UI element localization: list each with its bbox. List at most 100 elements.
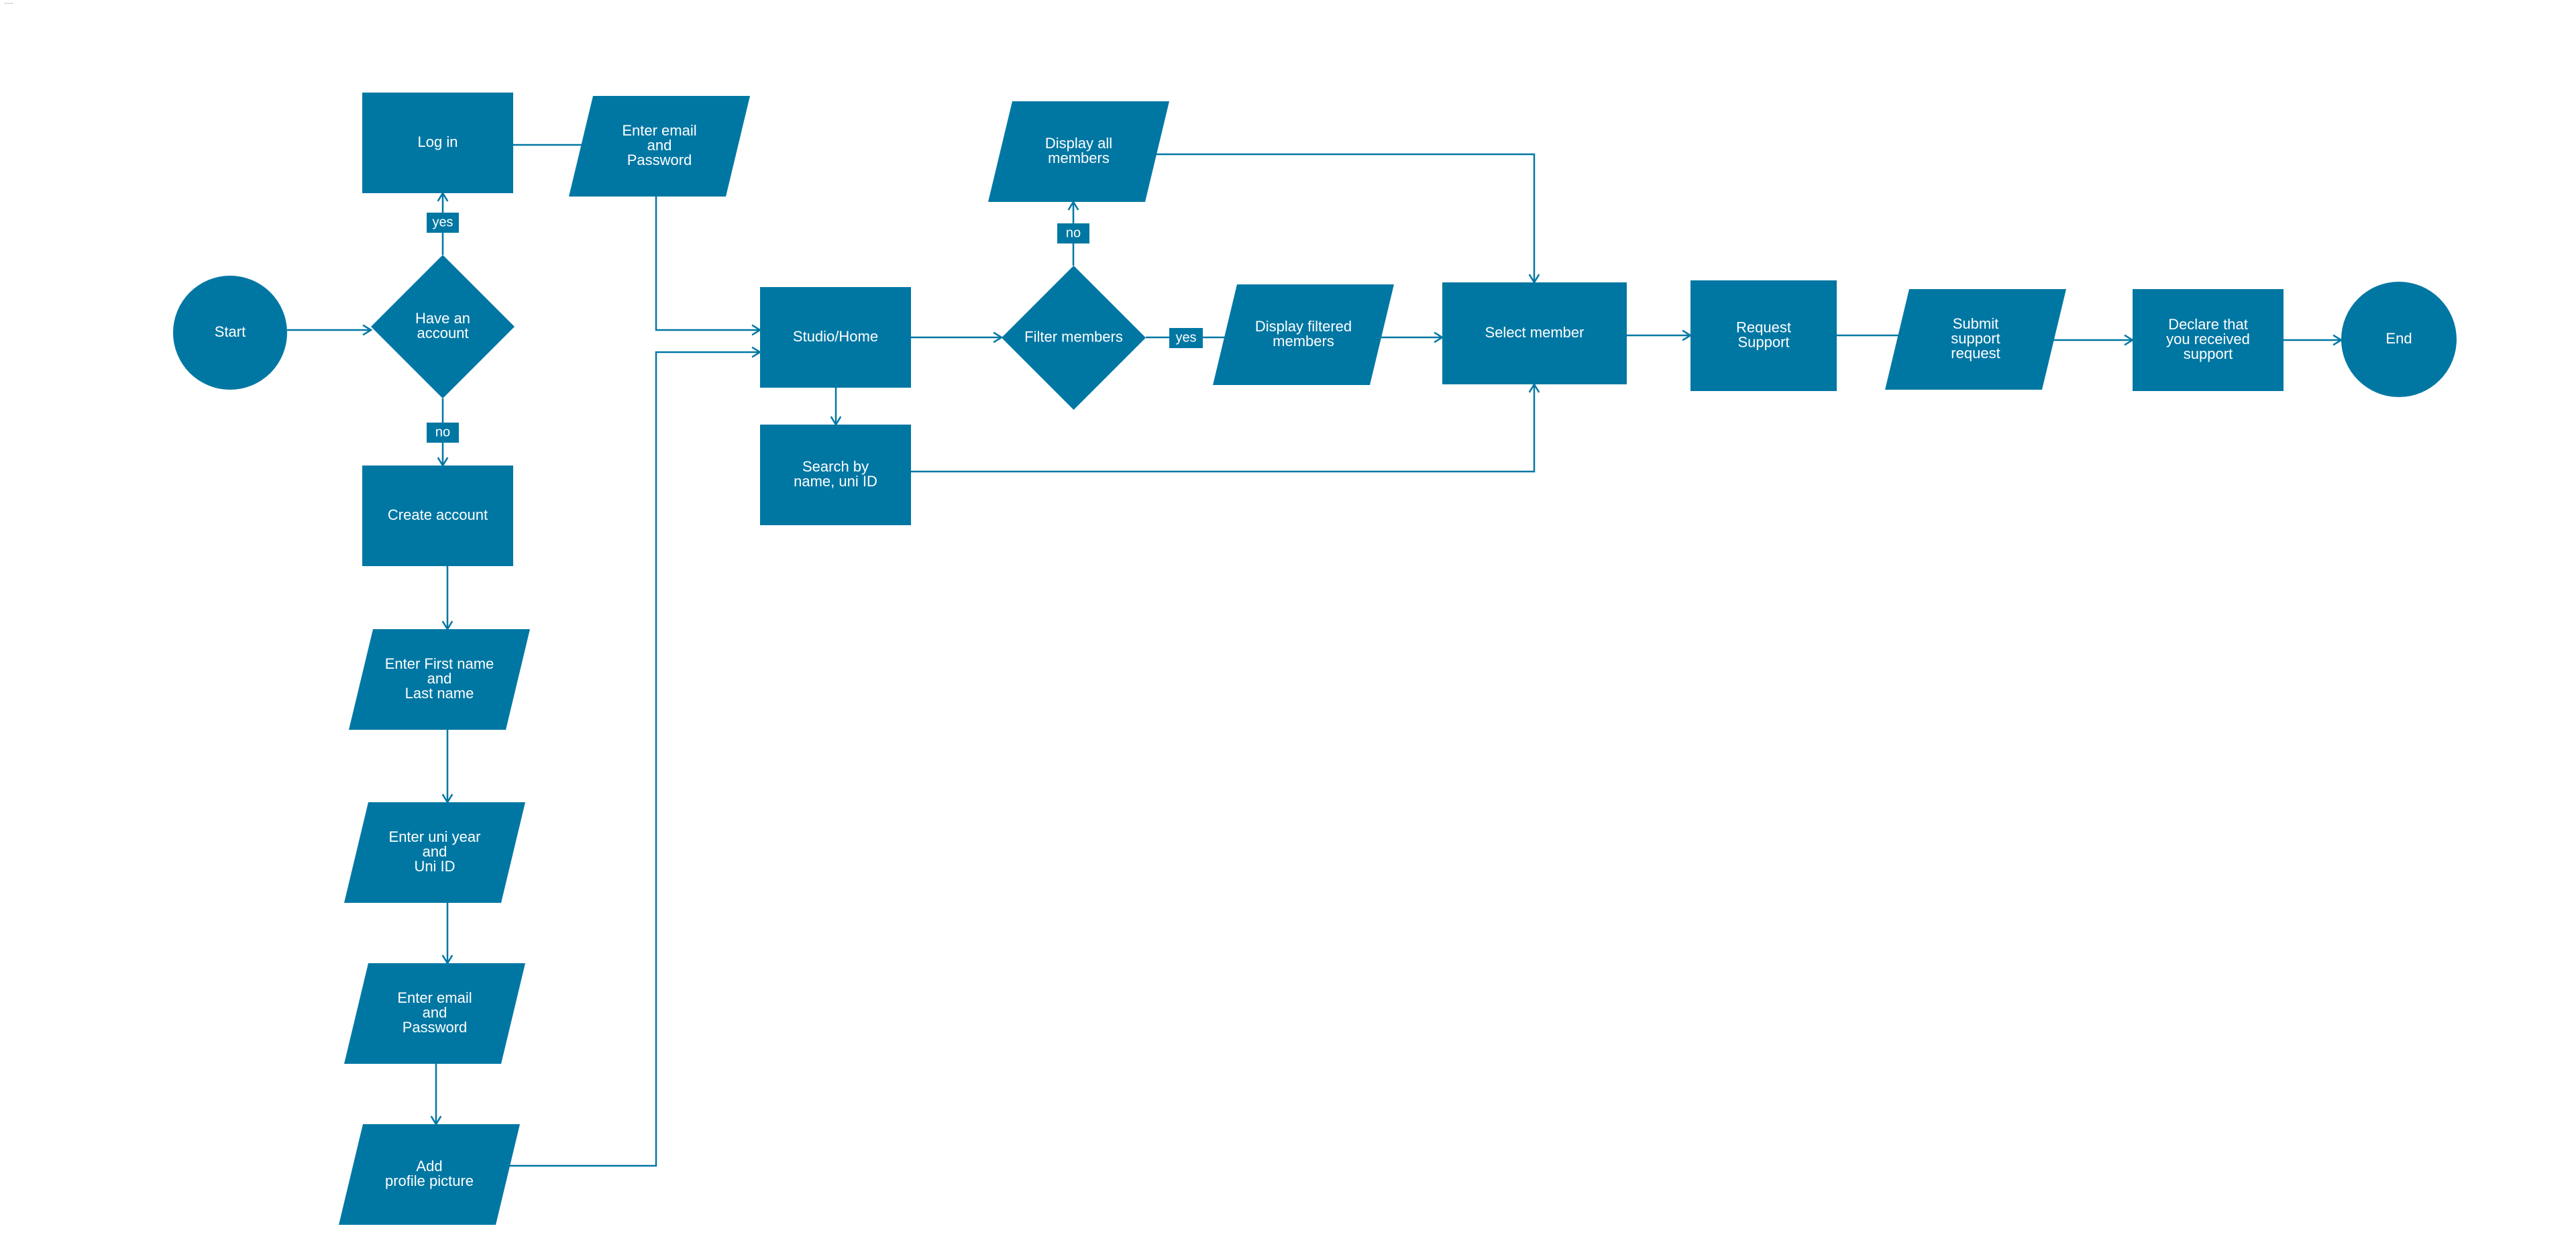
node-label: Submit	[1953, 315, 1998, 332]
node-label: and	[423, 843, 447, 860]
node-label: Enter email	[397, 989, 472, 1006]
edge-search-to-select-member	[911, 382, 1540, 473]
edge-label-badge	[1057, 223, 1089, 243]
terminal-circle	[2341, 282, 2457, 397]
edge-label-badge	[427, 213, 459, 233]
node-label: and	[427, 670, 452, 687]
node-label: Search by	[802, 458, 869, 475]
process-box	[1442, 282, 1627, 384]
corner-mark: ~~~	[4, 1, 13, 7]
node-label: support	[2184, 345, 2233, 362]
node-label: members	[1273, 333, 1334, 349]
node-label: and	[423, 1004, 447, 1021]
edge-enter-email-password-signup-to-add-profile-picture	[430, 1064, 442, 1126]
node-label: Studio/Home	[793, 328, 878, 345]
node-label: Filter members	[1024, 328, 1123, 345]
edge-studio-home-to-filter-members	[911, 331, 1004, 343]
decision-diamond	[371, 255, 515, 398]
edge-label-no: no	[427, 423, 459, 443]
node-label: Declare that	[2168, 316, 2248, 333]
node-label: End	[2385, 330, 2412, 347]
node-label: you received	[2166, 331, 2250, 347]
node-label: Select member	[1485, 324, 1585, 341]
edge-enter-email-password-login-to-studio-home	[655, 197, 762, 336]
node-label: Add	[416, 1158, 442, 1174]
node-label: Display all	[1045, 135, 1112, 152]
io-parallelogram	[339, 1124, 520, 1225]
edge-labels-layer: yes no no yes	[427, 213, 1203, 443]
edge-label-text: yes	[432, 215, 453, 229]
edge-label-yes: yes	[1169, 328, 1203, 348]
edge-label-text: no	[1066, 225, 1081, 240]
process-box	[2133, 289, 2284, 391]
node-label: members	[1048, 150, 1110, 166]
edge-create-account-to-enter-name	[441, 566, 453, 631]
connector-line	[655, 197, 760, 331]
node-label: Enter email	[622, 122, 696, 139]
node-label: Password	[402, 1019, 468, 1036]
node-label: request	[1951, 345, 2000, 362]
connector-line	[502, 351, 760, 1167]
io-parallelogram	[1213, 284, 1394, 385]
edge-declare-support-to-end	[2284, 334, 2343, 346]
io-parallelogram	[344, 963, 525, 1064]
node-label: account	[417, 325, 468, 341]
node-log-in: Log in	[362, 93, 513, 193]
process-box	[760, 425, 911, 525]
node-label: name, uni ID	[794, 473, 877, 490]
node-label: support	[1951, 330, 2000, 347]
process-box	[1690, 280, 1837, 391]
node-label: Enter First name	[385, 655, 494, 672]
node-label: Display filtered	[1255, 318, 1352, 335]
node-create-account: Create account	[362, 466, 513, 566]
io-parallelogram	[344, 802, 525, 903]
edge-studio-home-to-search	[830, 388, 842, 427]
node-start: Start	[173, 276, 287, 390]
io-parallelogram	[349, 629, 530, 730]
terminal-circle	[173, 276, 287, 390]
edge-label-text: yes	[1175, 330, 1196, 345]
edge-enter-uni-to-enter-email-password-signup	[441, 903, 453, 965]
node-label: and	[647, 137, 672, 154]
node-studio-home: Studio/Home	[760, 287, 911, 388]
node-end: End	[2341, 282, 2457, 397]
edge-add-profile-picture-to-studio-home	[502, 346, 762, 1167]
arrowhead-icon	[993, 331, 1004, 343]
process-box	[760, 287, 911, 388]
edge-label-no: no	[1057, 223, 1089, 243]
decision-diamond	[1002, 266, 1146, 410]
process-box	[362, 466, 513, 566]
arrowhead-icon	[362, 324, 373, 336]
node-select-member: Select member	[1442, 282, 1627, 384]
node-label: Enter uni year	[389, 828, 481, 845]
node-label: Have an	[415, 310, 470, 327]
node-label: Support	[1737, 333, 1789, 350]
io-parallelogram	[1885, 289, 2066, 390]
edge-label-badge	[427, 423, 459, 443]
io-parallelogram	[988, 101, 1169, 202]
node-label: Log in	[418, 133, 458, 150]
io-parallelogram	[569, 96, 750, 197]
edge-label-yes: yes	[427, 213, 459, 233]
connector-line	[1149, 153, 1536, 282]
edge-label-badge	[1169, 328, 1203, 348]
edge-label-text: no	[435, 425, 450, 439]
node-label: Start	[215, 323, 246, 340]
node-label: Uni ID	[414, 858, 455, 875]
edge-log-in-to-enter-email-password-login	[513, 139, 594, 151]
node-label: Last name	[405, 685, 474, 702]
